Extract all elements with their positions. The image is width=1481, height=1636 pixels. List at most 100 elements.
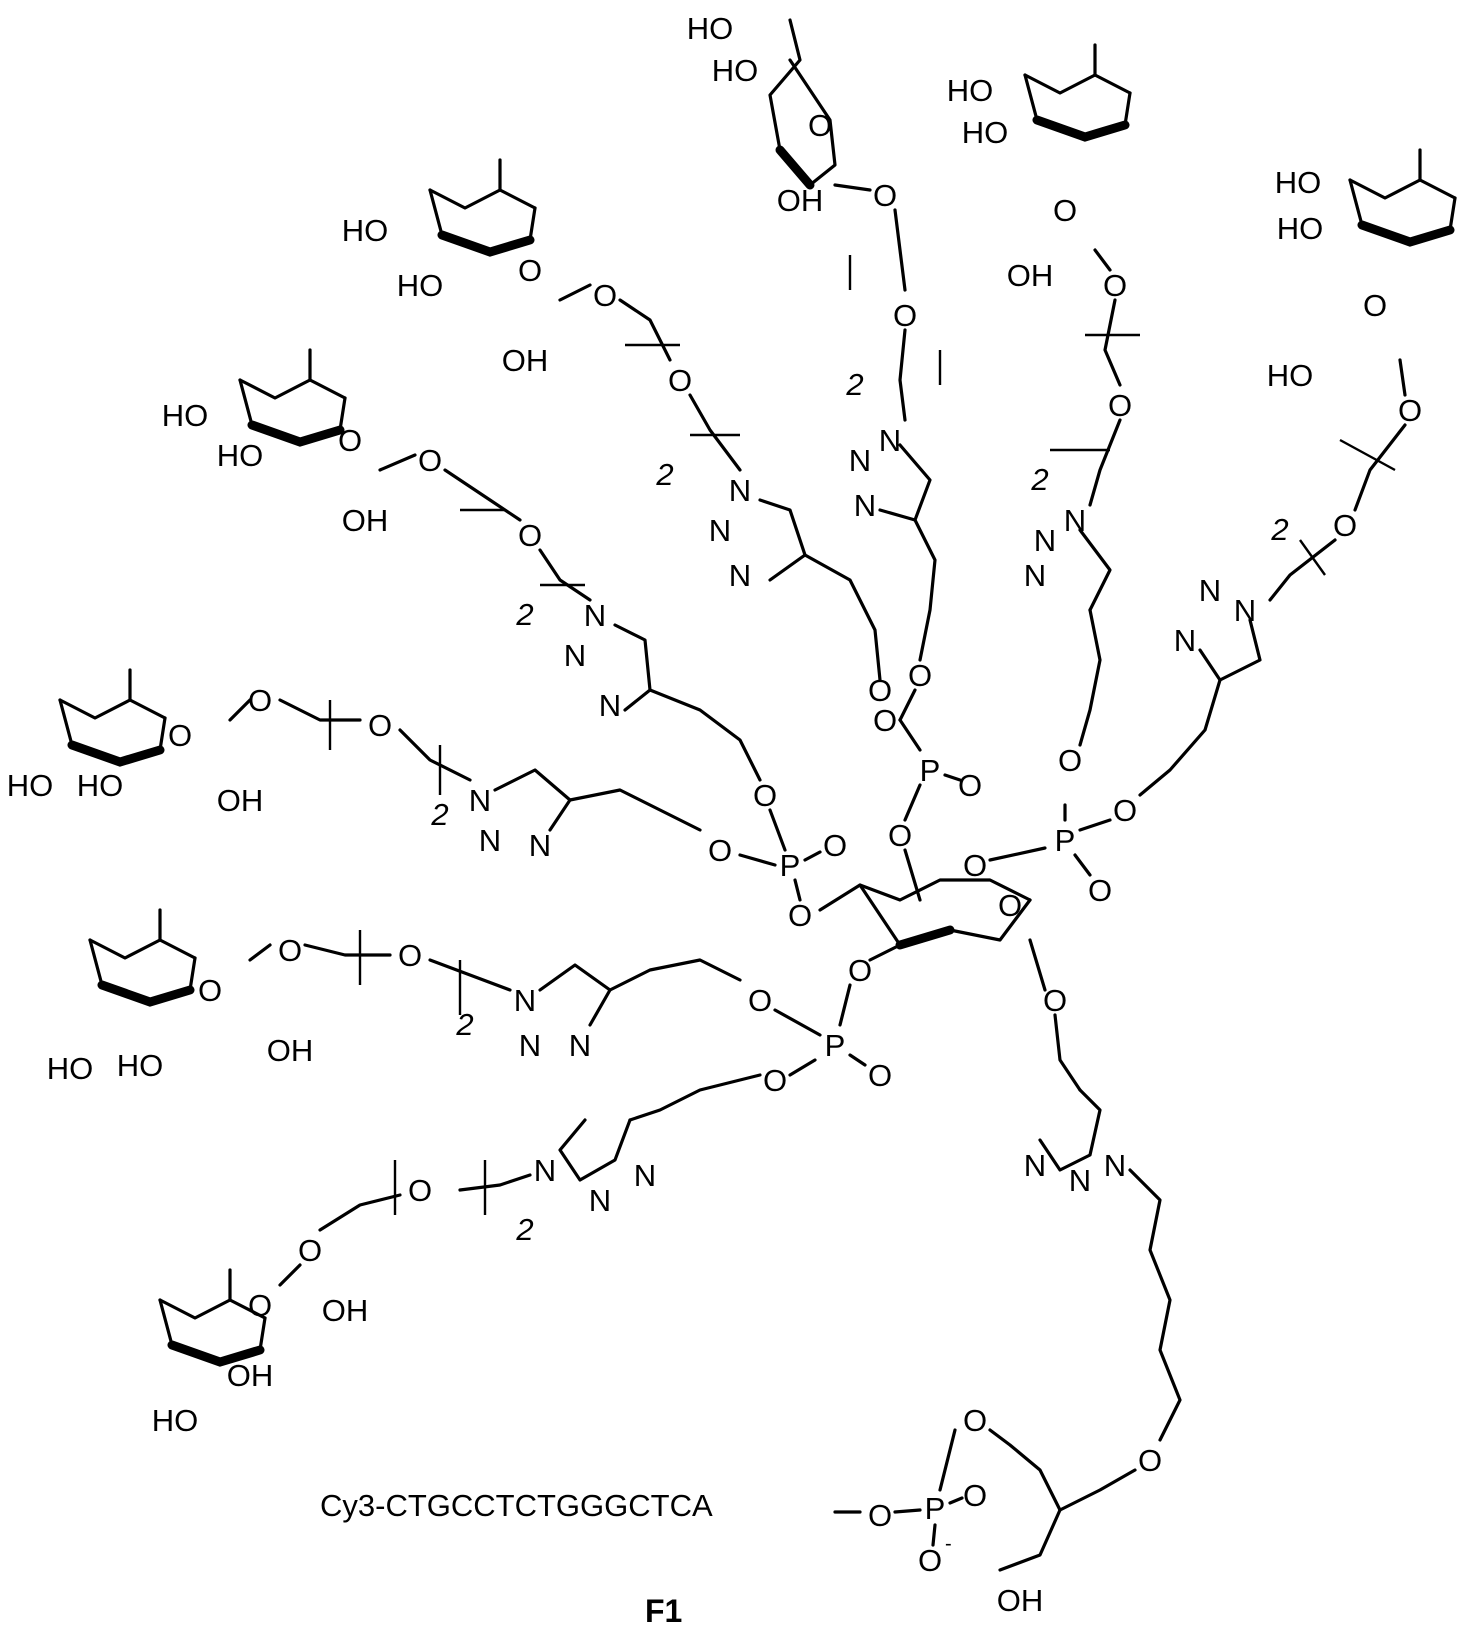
arm5-n2: N xyxy=(564,638,586,673)
p-top-up-left xyxy=(898,718,922,752)
arm2-n1: N xyxy=(1064,503,1086,538)
core-ring-o: O xyxy=(998,888,1022,923)
compound-label: F1 xyxy=(645,1593,682,1629)
arm1-peg2 xyxy=(898,328,907,422)
arm4-peg1 xyxy=(618,298,672,362)
arm4-chain xyxy=(803,553,882,682)
arm3-chain xyxy=(1138,678,1222,797)
arm2-glycosidic xyxy=(1093,248,1112,272)
arm1-ring-o: O xyxy=(808,108,832,143)
arm5-triazole xyxy=(613,623,652,712)
arm3-o2: O xyxy=(1333,508,1357,543)
bond-lines xyxy=(58,18,1457,1572)
p-left-o-link: O xyxy=(788,898,812,933)
arm2-ring-left xyxy=(1023,73,1039,122)
p-top-o-link: O xyxy=(888,818,912,853)
p-right: P xyxy=(1055,823,1076,858)
arm1-o1: O xyxy=(873,178,897,213)
arm5-ring-o: O xyxy=(338,423,362,458)
arm8-n1: N xyxy=(634,1158,656,1193)
arm6-glycosidic xyxy=(228,698,252,722)
core-top xyxy=(818,878,1032,912)
arm1-n2: N xyxy=(849,443,871,478)
oligo-p-down xyxy=(931,1523,937,1547)
p-top-o1: O xyxy=(873,703,897,738)
linker-ether xyxy=(1058,1468,1137,1512)
arm5-ring-bold xyxy=(247,420,345,447)
arm7-triazole xyxy=(538,963,612,1027)
oligo-p-o-double: O xyxy=(963,1478,987,1513)
core-o3 xyxy=(868,943,902,962)
arm2-n2: N xyxy=(1034,523,1056,558)
arm6-o1: O xyxy=(248,683,272,718)
arm4-repeat: 2 xyxy=(655,457,673,492)
arm5-oh: OH xyxy=(342,503,389,538)
arm6-ho-2: HO xyxy=(77,768,124,803)
arm8-chain xyxy=(628,1073,762,1122)
arm8-peg2 xyxy=(458,1173,532,1192)
arm6-ho-1: HO xyxy=(7,768,54,803)
arm1-peg1 xyxy=(893,208,907,292)
arm1-bold xyxy=(775,145,815,190)
arm3-n1: N xyxy=(1234,593,1256,628)
arm5-n3: N xyxy=(599,688,621,723)
arm6-o3: O xyxy=(708,833,732,868)
arm6-repeat: 2 xyxy=(430,797,448,832)
p-left-up xyxy=(768,808,787,852)
p-left-dbl xyxy=(803,850,822,862)
arm5-peg2 xyxy=(538,548,592,602)
linker-o: O xyxy=(1138,1443,1162,1478)
core-o-bottom: O xyxy=(848,953,872,988)
arm4-ring-left xyxy=(428,188,444,237)
arm7-o1: O xyxy=(278,933,302,968)
arm3-glycosidic xyxy=(1398,358,1407,397)
arm7-oh: OH xyxy=(267,1033,314,1068)
arm5-n1: N xyxy=(584,598,606,633)
arm8-ring-o: O xyxy=(248,1288,272,1323)
arm7-ring-right xyxy=(188,956,197,992)
arm4-n2: N xyxy=(709,513,731,548)
arm6-o2: O xyxy=(368,708,392,743)
arm3-op xyxy=(1078,818,1112,832)
arm3-peg2 xyxy=(1268,538,1337,602)
arm3-ring-right xyxy=(1448,196,1457,232)
arm8-ring-right xyxy=(258,1316,267,1352)
core-bold xyxy=(895,925,955,950)
arm3-ring-top xyxy=(1348,178,1457,200)
arm5-o3: O xyxy=(753,778,777,813)
arm3-ho-2: HO xyxy=(1277,211,1324,246)
atom-labels: HOHOOHOOO2NNNOHOHOOHOOO2NNNOHOHOHOOOO2NN… xyxy=(7,11,1422,1618)
arm1-triazole xyxy=(878,443,932,522)
linker-oh: OH xyxy=(997,1583,1044,1618)
oligo-label: Cy3-CTGCCTCTGGGCTCA xyxy=(320,1488,713,1523)
arm6-n3: N xyxy=(529,828,551,863)
p-bottom-o-link: O xyxy=(763,1063,787,1098)
arm7-ring-bold xyxy=(97,980,195,1007)
p-top-dbl xyxy=(943,773,962,782)
linker-n1: N xyxy=(1024,1148,1046,1183)
arm4-o2: O xyxy=(668,363,692,398)
arm8-glycosidic xyxy=(278,1263,302,1287)
arm8-o2: O xyxy=(408,1173,432,1208)
p-bottom-left xyxy=(788,1058,817,1077)
oligo-p-o-link: O xyxy=(868,1498,892,1533)
oligo-p: P xyxy=(925,1491,946,1526)
linker-branch xyxy=(998,1508,1062,1572)
arm4-ring-bold xyxy=(437,230,535,257)
arm6-ring-o: O xyxy=(168,718,192,753)
arm8-oh-1: OH xyxy=(322,1293,369,1328)
arm5-peg1 xyxy=(443,468,522,522)
arm3-ho-3: HO xyxy=(1267,358,1314,393)
arm6-ring-bold xyxy=(67,740,165,767)
arm3-ring-o: O xyxy=(1363,288,1387,323)
arm5-o2: O xyxy=(518,518,542,553)
arm3-peg1 xyxy=(1353,423,1407,512)
arm4-ring-right xyxy=(528,206,537,242)
arm3-n3: N xyxy=(1174,623,1196,658)
arm2-ring-top xyxy=(1023,73,1132,95)
arm2-ring-o: O xyxy=(1053,193,1077,228)
arm2-o3: O xyxy=(1058,743,1082,778)
arm6-n2: N xyxy=(479,823,501,858)
arm4-ho-1: HO xyxy=(342,213,389,248)
